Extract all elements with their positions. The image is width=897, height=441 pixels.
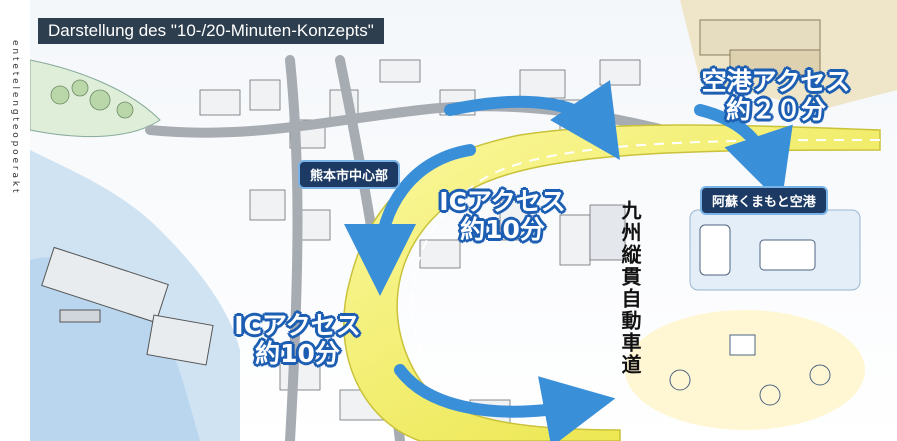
expressway-label: 九州縦貫自動車道 bbox=[618, 200, 642, 376]
left-edge-text: e n t e t e l e n g t e o p o e r a k t bbox=[10, 40, 20, 193]
airport-area bbox=[680, 0, 897, 110]
figure-title: Darstellung des "10-/20-Minuten-Konzepts… bbox=[38, 18, 384, 44]
kumamoto-center-label: 熊本市中心部 bbox=[298, 160, 401, 189]
smart-mobility-zone bbox=[689, 209, 861, 291]
trees-topleft bbox=[50, 79, 134, 119]
aso-airport-label: 阿蘇くまもと空港 bbox=[700, 186, 828, 215]
airport-access-line1: 空港アクセス bbox=[701, 67, 851, 96]
ic-access-lower-label: ICアクセス 約10分 bbox=[210, 312, 385, 367]
bay-shallow bbox=[30, 257, 200, 441]
ic-access-center-label: ICアクセス 約10分 bbox=[420, 188, 585, 243]
ic-access-center-line1: ICアクセス bbox=[439, 187, 566, 216]
ic-access-lower-line1: ICアクセス bbox=[234, 311, 361, 340]
access-arrows bbox=[344, 80, 793, 441]
airport-access-line2: 約２０分 bbox=[725, 94, 826, 124]
port-structures bbox=[41, 246, 214, 366]
ic-access-lower-line2: 約10分 bbox=[255, 338, 340, 368]
autonomous-zone bbox=[625, 310, 865, 430]
left-edge-strip: e n t e t e l e n g t e o p o e r a k t bbox=[0, 0, 30, 441]
ic-access-center-line2: 約10分 bbox=[460, 214, 545, 244]
airport-access-label: 空港アクセス 約２０分 bbox=[686, 68, 866, 123]
